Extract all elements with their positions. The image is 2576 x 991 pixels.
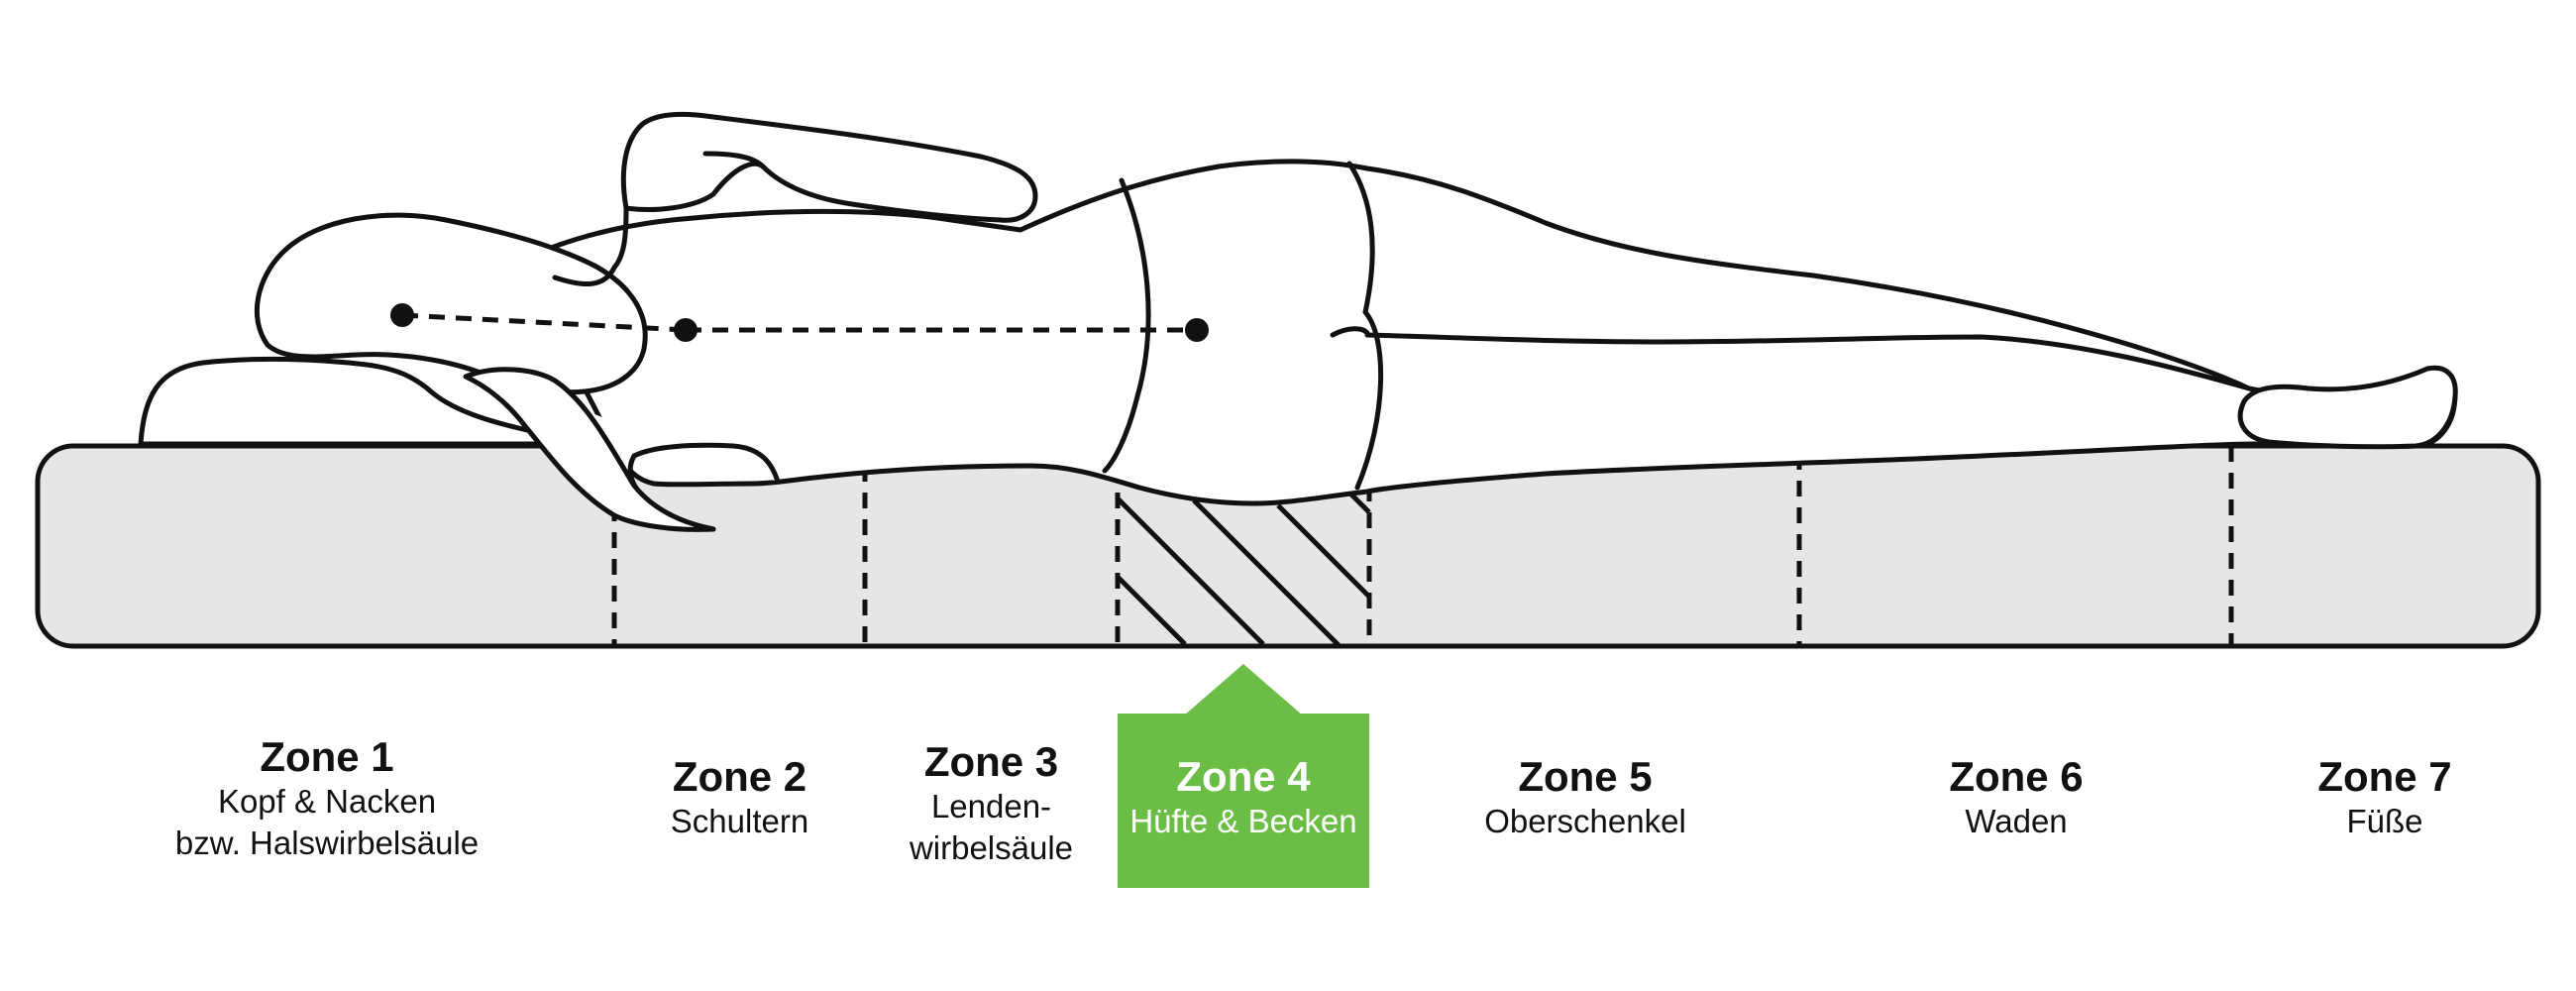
zone-2-title: Zone 2: [672, 753, 807, 800]
zone-4-highlight: [1118, 664, 1369, 888]
zone-4-desc-1: Hüfte & Becken: [1129, 803, 1357, 839]
hair: [463, 367, 716, 532]
spine-line: [401, 312, 687, 333]
zone-5-desc-1: Oberschenkel: [1484, 803, 1686, 839]
head: [254, 212, 648, 395]
thigh-line: [1364, 332, 2252, 391]
foot: [2237, 365, 2458, 450]
zone-4-label: Zone 4 Hüfte & Becken: [1118, 753, 1369, 842]
zone-1-desc-2: bzw. Halswirbelsäule: [174, 825, 480, 861]
zone-7-desc-1: Füße: [2346, 803, 2423, 839]
zone-5-label: Zone 5 Oberschenkel: [1407, 753, 1764, 842]
shoulder-point: [674, 318, 698, 342]
zone-1-desc-1: Kopf & Nacken: [217, 783, 437, 820]
pillow: [138, 356, 558, 447]
zone-5-title: Zone 5: [1518, 753, 1653, 800]
forearm-line: [702, 151, 766, 169]
neck: [552, 205, 629, 287]
body-figure: [254, 111, 2458, 532]
zone-7-title: Zone 7: [2317, 753, 2452, 800]
zone-3-desc-1: Lenden-: [930, 788, 1052, 825]
zone-1-title: Zone 1: [260, 733, 394, 780]
zone-3-title: Zone 3: [923, 738, 1059, 785]
head-point: [390, 303, 414, 327]
highlight-arrow: [1184, 664, 1303, 716]
zone-6-desc-1: Waden: [1965, 803, 2068, 839]
spine-alignment: [390, 303, 1209, 342]
zone-7-label: Zone 7 Füße: [2231, 753, 2538, 842]
zone-dividers: [611, 446, 2234, 646]
zone-2-desc-1: Schultern: [670, 803, 809, 839]
zone-2-label: Zone 2 Schultern: [614, 753, 865, 842]
hip-point: [1185, 318, 1209, 342]
hip-line: [1346, 161, 1384, 491]
zone-1-label: Zone 1 Kopf & Nacken bzw. Halswirbelsäul…: [129, 733, 525, 864]
zone-4-box: Zone 4 Hüfte & Becken: [1118, 714, 1369, 888]
zone-6-label: Zone 6 Waden: [1863, 753, 2170, 842]
zone-3-desc-2: wirbelsäule: [909, 829, 1074, 866]
highlight-box: [1118, 714, 1369, 888]
zone-4-title: Zone 4: [1176, 753, 1311, 800]
buttock-line: [1330, 326, 1370, 338]
upper-arm: [620, 111, 1038, 223]
waist-line: [1102, 177, 1151, 474]
zone-6-title: Zone 6: [1949, 753, 2084, 800]
zone-3-label: Zone 3 Lenden- wirbelsäule: [865, 738, 1118, 869]
